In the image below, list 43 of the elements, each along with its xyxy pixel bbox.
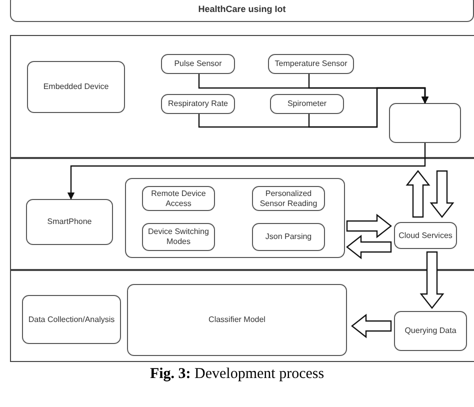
block-arrow [430,170,454,218]
box-label: Json Parsing [264,232,313,242]
process-box [142,186,215,211]
process-box [127,284,347,356]
process-box [394,222,457,249]
figure-caption: Fig. 3: Development process [148,366,326,383]
block-arrow [406,170,430,218]
section-panel [10,35,474,158]
block-arrow [420,251,444,309]
box-label: Respiratory Rate [166,99,230,109]
block-arrow [346,234,392,260]
process-box [252,186,325,211]
arrow [67,143,426,200]
process-box [26,199,113,245]
box-label: Cloud Services [398,230,454,240]
box-label: Remote Device Access [150,188,207,208]
process-box [161,94,235,114]
box-label: Querying Data [404,326,458,336]
section-panel [10,270,474,362]
box-label: Temperature Sensor [274,59,348,69]
process-box [142,223,215,251]
process-box [22,295,121,344]
box-label: Embedded Device [42,82,110,92]
box-label: Device Switching Modes [147,227,210,247]
process-box [252,223,325,251]
box-label: HealthCare using Iot [197,4,287,15]
process-box [389,103,461,143]
block-arrow [351,314,392,338]
group-container [125,178,345,258]
box-label: Data Collection/Analysis [27,314,116,324]
process-box [270,94,344,114]
process-box [394,311,467,351]
title-box [10,0,474,22]
arrow [308,87,429,128]
box-label: Classifier Model [208,315,266,325]
box-label: SmartPhone [46,217,93,227]
block-arrow [346,214,392,238]
process-box [268,54,354,74]
box-label: Personalized Sensor Reading [258,188,318,208]
box-label: Spirometer [286,99,328,109]
process-box [161,54,235,74]
box-label: Pulse Sensor [173,59,223,69]
process-box [27,61,125,113]
